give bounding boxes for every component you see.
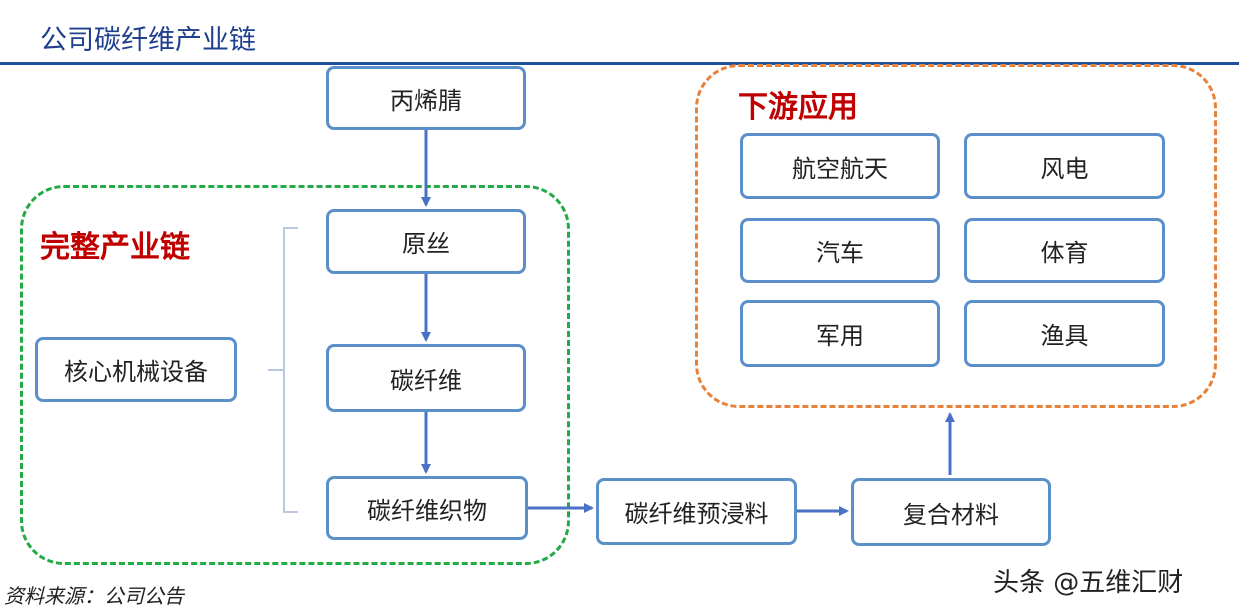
app-wind-power: 风电 xyxy=(964,133,1165,199)
node-prepreg: 碳纤维预浸料 xyxy=(596,478,797,545)
app-military: 军用 xyxy=(740,300,940,367)
equipment-bracket xyxy=(268,227,298,513)
node-equipment: 核心机械设备 xyxy=(35,337,237,402)
watermark: 头条 @五维汇财 xyxy=(993,568,1184,598)
page-title: 公司碳纤维产业链 xyxy=(40,25,256,56)
app-automotive: 汽车 xyxy=(740,218,940,283)
title-divider xyxy=(0,62,1239,65)
complete-chain-group xyxy=(20,185,570,565)
complete-chain-label: 完整产业链 xyxy=(40,230,190,265)
downstream-label: 下游应用 xyxy=(738,90,858,125)
node-carbon-fiber: 碳纤维 xyxy=(326,344,526,412)
node-composite: 复合材料 xyxy=(851,478,1051,546)
node-precursor: 原丝 xyxy=(326,209,526,274)
app-fishing-gear: 渔具 xyxy=(964,300,1165,367)
downstream-group xyxy=(695,64,1217,408)
source-note: 资料来源：公司公告 xyxy=(4,584,184,608)
node-fabric: 碳纤维织物 xyxy=(326,476,528,540)
node-acrylonitrile: 丙烯腈 xyxy=(326,66,526,130)
app-aerospace: 航空航天 xyxy=(740,133,940,199)
app-sports: 体育 xyxy=(964,218,1165,283)
